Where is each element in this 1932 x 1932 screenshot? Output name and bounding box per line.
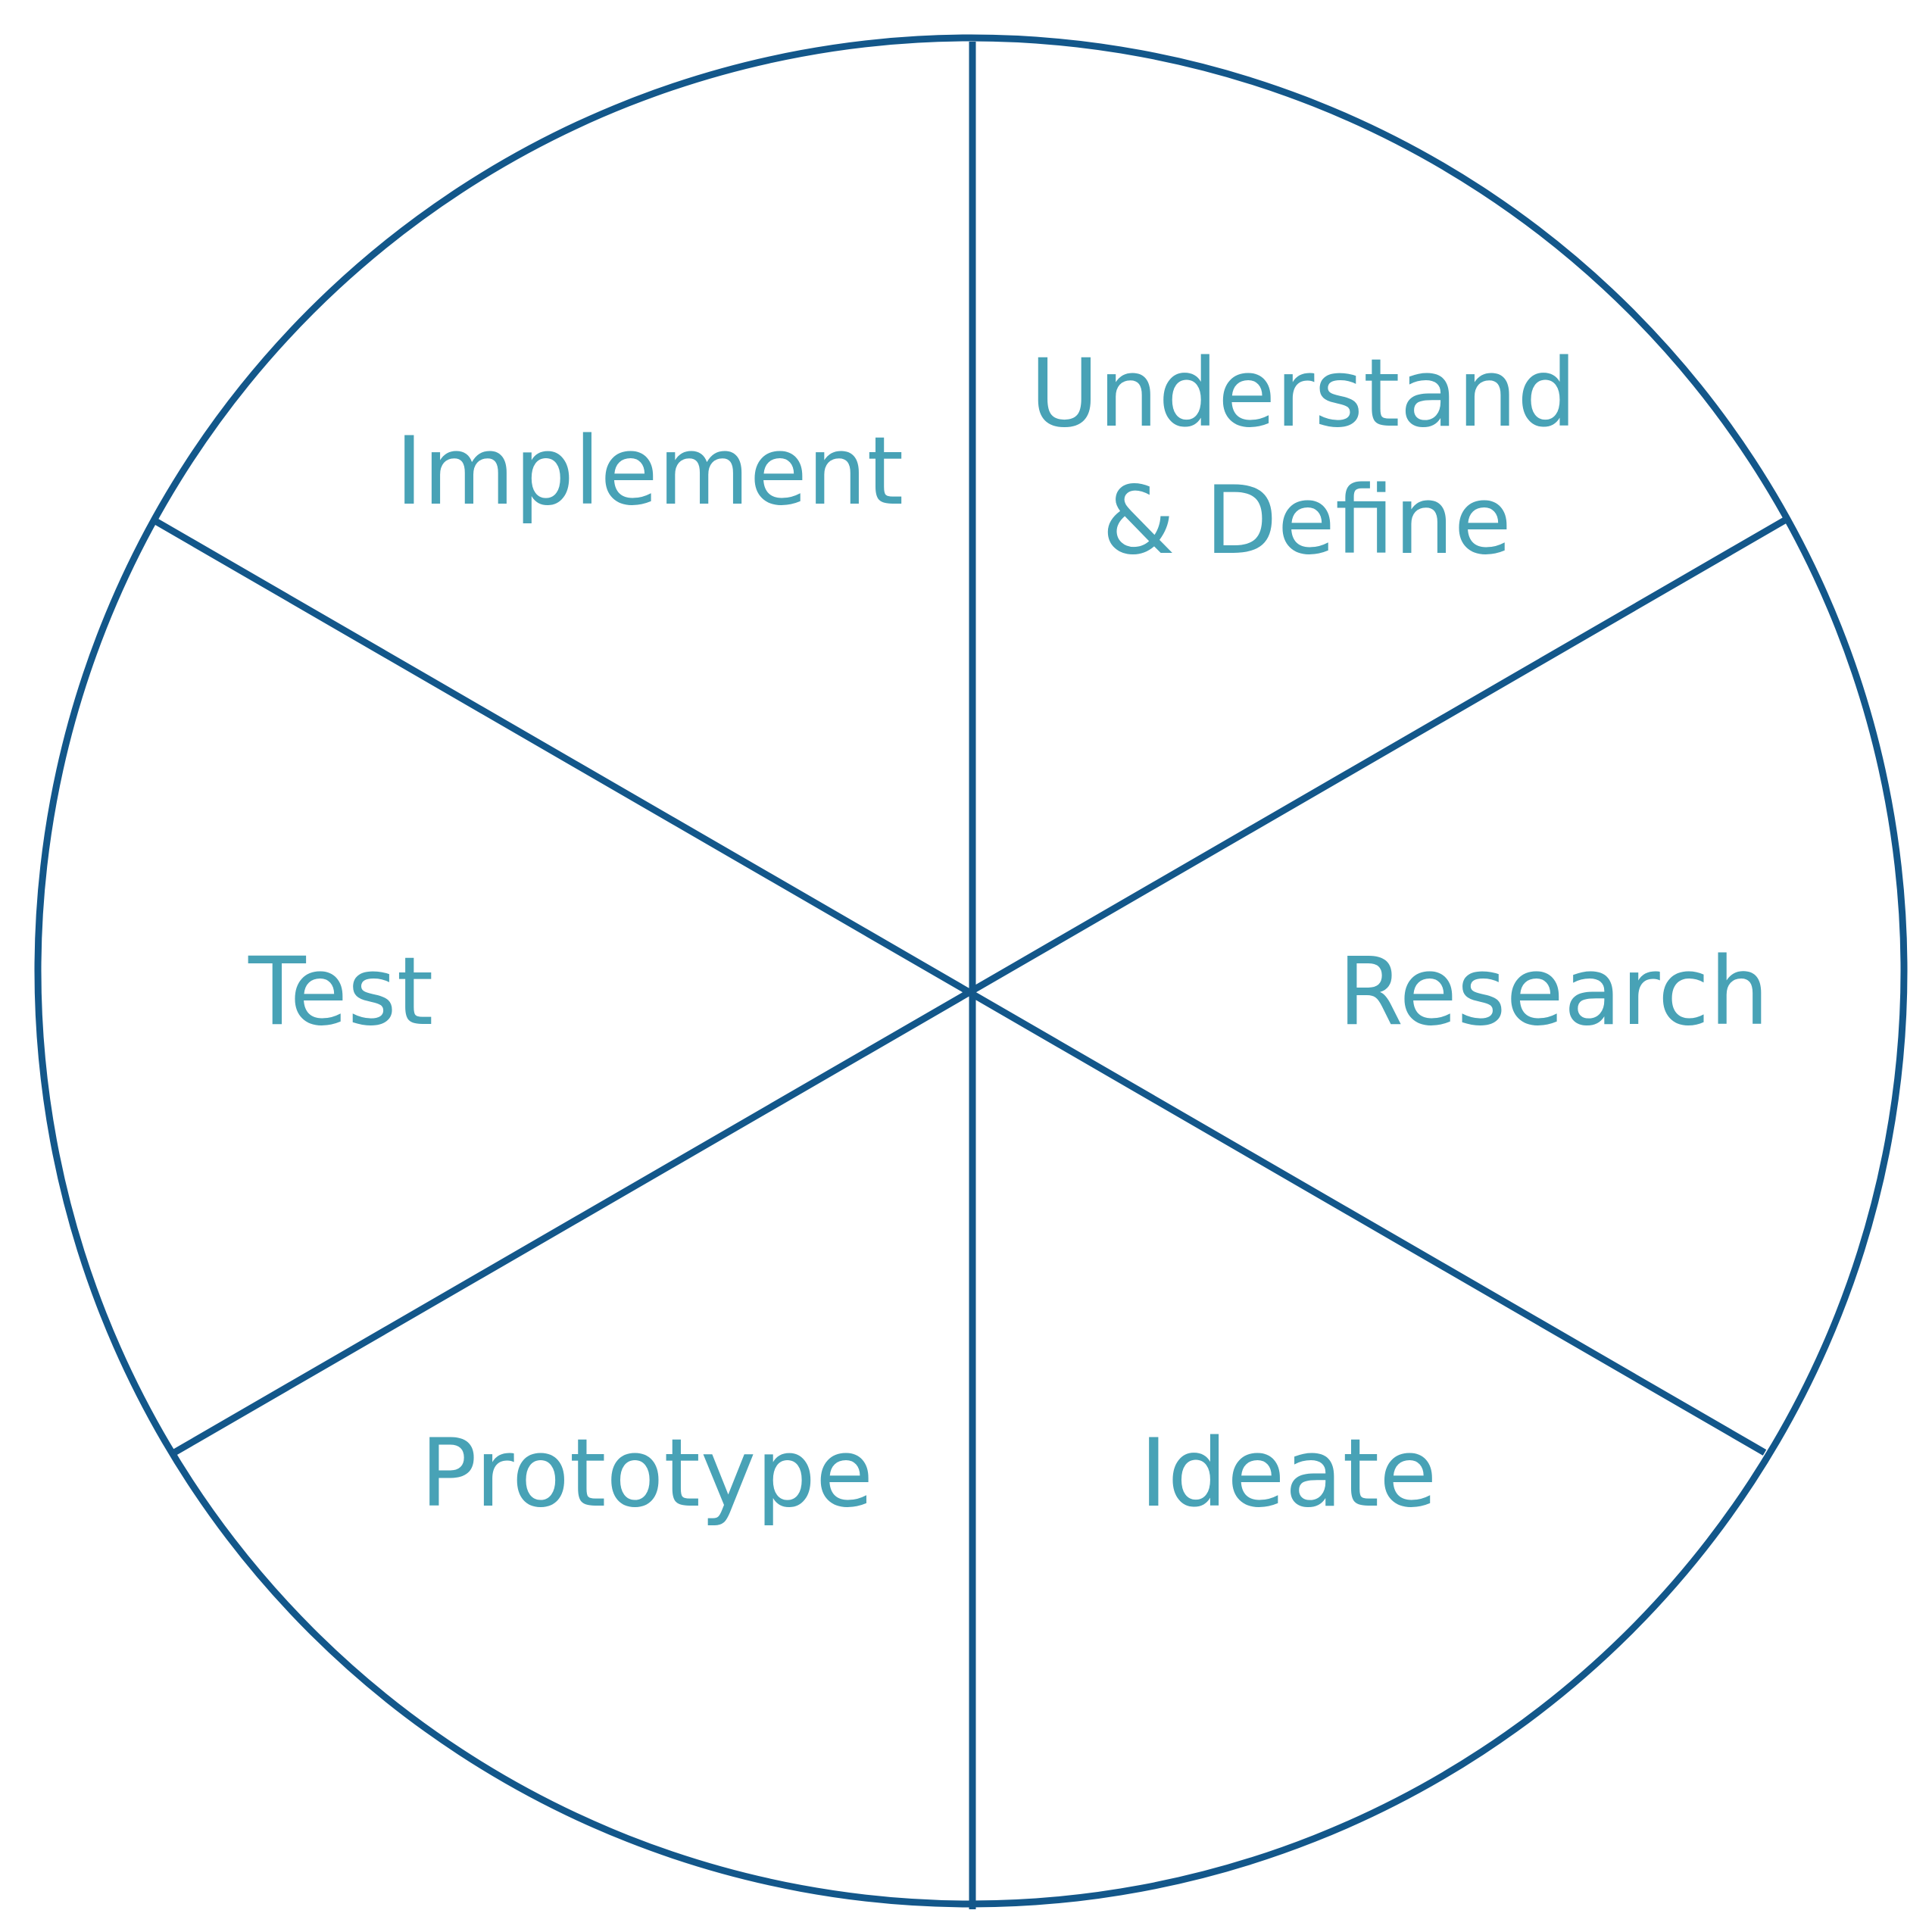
stage-label-test: Test	[248, 938, 433, 1047]
stage-label-implement: Implement	[395, 417, 904, 526]
divider-upper-left-to-lower-right	[149, 516, 1767, 1456]
divider-upper-right-to-lower-left	[172, 516, 1790, 1456]
stage-label-understand-define-line-2: & Define	[1102, 467, 1512, 576]
stage-label-ideate: Ideate	[1140, 1419, 1437, 1528]
stage-label-understand-define: Understand & Define	[1030, 339, 1606, 576]
stage-label-understand-define-line-1: Understand	[1030, 339, 1577, 448]
stage-label-research: Research	[1338, 938, 1769, 1047]
stage-label-prototype: Prototype	[420, 1419, 873, 1528]
